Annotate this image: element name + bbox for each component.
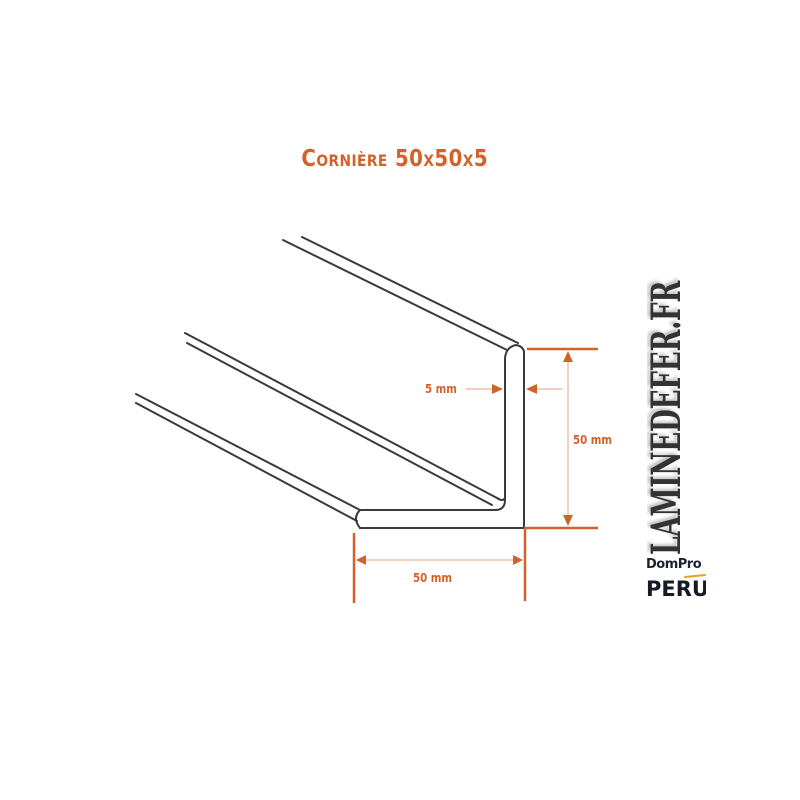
dimension-lines: [352, 347, 598, 603]
width-label: 50 mm: [413, 571, 453, 585]
brand-name-line1: DomPro: [646, 557, 702, 572]
thickness-label: 5 mm: [425, 382, 457, 396]
diagram-title: Cornière 50x50x5: [301, 146, 489, 172]
watermark-label: LAMINEDEFER.FR: [647, 281, 687, 555]
watermark-text: LAMINEDEFER.FR: [647, 219, 687, 555]
brand-logo: DomPro PERU: [644, 557, 706, 603]
height-label: 50 mm: [573, 433, 613, 447]
angle-iron-outline: [135, 236, 525, 529]
brand-name-line2: PERU: [646, 577, 706, 601]
